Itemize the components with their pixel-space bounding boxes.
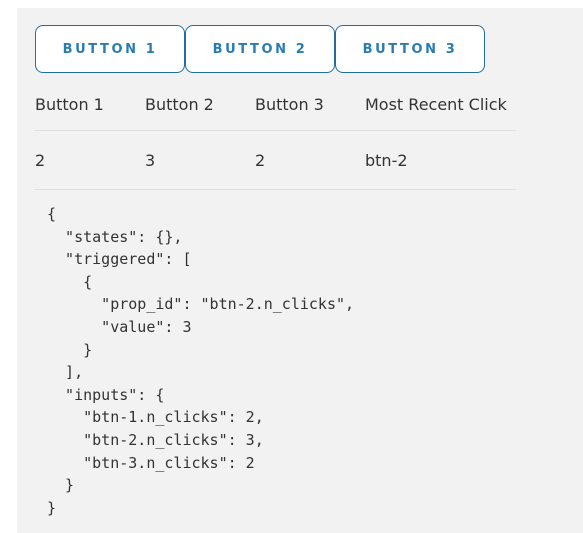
cell-button-3-count: 2 [255, 130, 365, 190]
app-panel: BUTTON 1 BUTTON 2 BUTTON 3 Button 1 Butt… [17, 8, 583, 533]
button-row: BUTTON 1 BUTTON 2 BUTTON 3 [35, 25, 485, 73]
click-count-table: Button 1 Button 2 Button 3 Most Recent C… [35, 78, 516, 190]
header-button-1: Button 1 [35, 78, 145, 131]
table-header-row: Button 1 Button 2 Button 3 Most Recent C… [35, 78, 516, 131]
cell-button-2-count: 3 [145, 130, 255, 190]
button-3[interactable]: BUTTON 3 [335, 25, 485, 73]
cell-most-recent-click: btn-2 [365, 130, 516, 190]
header-most-recent-click: Most Recent Click [365, 78, 516, 131]
cell-button-1-count: 2 [35, 130, 145, 190]
header-button-3: Button 3 [255, 78, 365, 131]
callback-context-json: { "states": {}, "triggered": [ { "prop_i… [47, 205, 355, 517]
button-2[interactable]: BUTTON 2 [185, 25, 335, 73]
table-row: 2 3 2 btn-2 [35, 130, 516, 190]
button-1[interactable]: BUTTON 1 [35, 25, 185, 73]
header-button-2: Button 2 [145, 78, 255, 131]
